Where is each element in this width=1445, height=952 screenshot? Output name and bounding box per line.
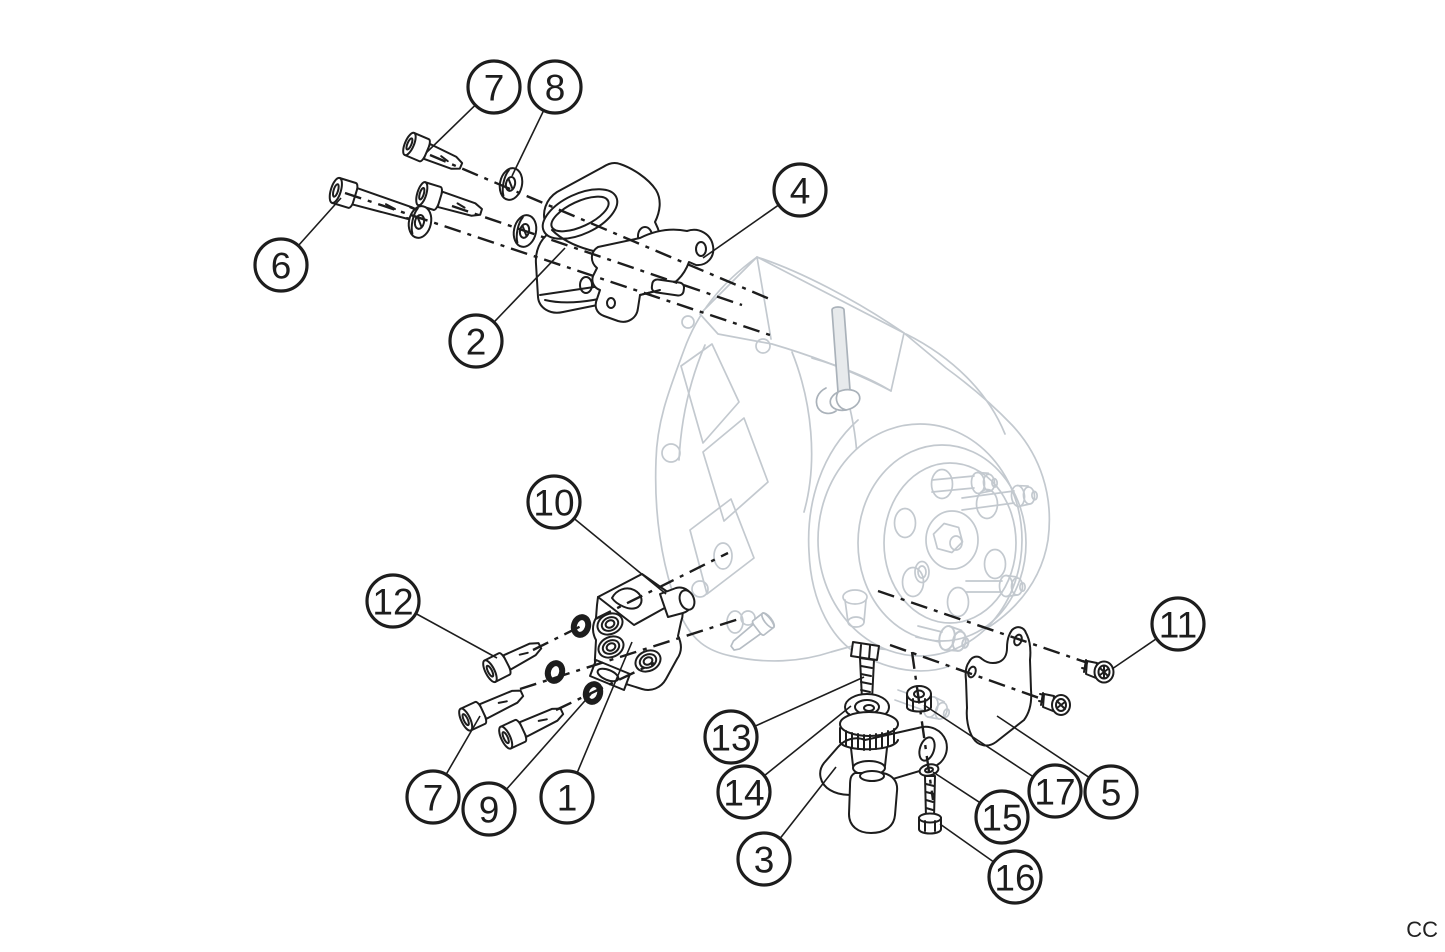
callout-leader-line [511, 110, 545, 177]
callout-circle [365, 573, 421, 629]
housing-bolt-gray [730, 612, 776, 651]
callout-4: 4 [702, 162, 828, 259]
callout-number: 12 [372, 582, 413, 623]
callout-10: 10 [526, 474, 667, 595]
callout-circle [526, 474, 582, 530]
part-screw-11-a [1081, 659, 1115, 684]
callout-number: 13 [710, 718, 751, 759]
callout-3: 3 [736, 766, 837, 887]
callout-circle [539, 769, 595, 825]
callout-9: 9 [461, 693, 592, 837]
callout-circle [987, 849, 1043, 905]
part-bolt-12 [479, 634, 547, 685]
part-bolt-16 [918, 775, 942, 835]
callout-leader-line [576, 641, 633, 774]
callout-13: 13 [703, 676, 865, 765]
callout-12: 12 [365, 573, 498, 659]
callout-number: 2 [466, 322, 487, 363]
callout-leader-line [779, 766, 837, 840]
callout-circle [466, 59, 522, 115]
hardware-parts [326, 130, 1115, 835]
callout-17: 17 [923, 704, 1083, 819]
callout-2: 2 [448, 247, 566, 369]
callout-circle [527, 59, 583, 115]
callout-number: 8 [545, 68, 566, 109]
callout-circle [448, 313, 504, 369]
callout-leader-line [763, 705, 852, 777]
callout-number: 5 [1101, 773, 1122, 814]
callout-circle [253, 237, 309, 293]
callout-number: 7 [484, 68, 505, 109]
callout-number: 9 [479, 790, 500, 831]
callout-number: 15 [981, 798, 1022, 839]
callout-circle [974, 789, 1030, 845]
callout-number: 17 [1034, 772, 1075, 813]
wheel-studs [894, 470, 1039, 724]
callout-leader-line [932, 771, 981, 804]
callout-circle [736, 831, 792, 887]
callout-11: 11 [1111, 596, 1206, 670]
callout-leader-line [702, 204, 780, 259]
callout-circle [461, 781, 517, 837]
callout-leader-line [754, 676, 865, 728]
callout-leader-line [996, 715, 1090, 779]
callout-16: 16 [939, 823, 1043, 905]
callout-leader-line [923, 704, 1034, 778]
part-orings-9 [544, 614, 604, 705]
callout-1: 1 [539, 641, 633, 825]
callout-leader-line [415, 612, 498, 659]
part-screw-11-b [1038, 692, 1071, 716]
callout-7: 7 [405, 715, 481, 825]
callout-5: 5 [996, 715, 1139, 820]
callout-14: 14 [716, 705, 852, 820]
callout-6: 6 [253, 197, 342, 293]
callout-leader-line [573, 517, 667, 595]
part-bolt-7-top [399, 130, 467, 178]
callout-leader-line [939, 823, 995, 863]
callout-number: 7 [423, 778, 444, 819]
callout-circle [1083, 764, 1139, 820]
callout-leader-line [1111, 637, 1157, 670]
callout-leader-line [297, 197, 342, 247]
callout-number: 16 [994, 858, 1035, 899]
breather-rod [815, 306, 861, 415]
callout-number: 14 [723, 773, 764, 814]
callout-circle [772, 162, 828, 218]
callout-number: 11 [1159, 605, 1197, 646]
callout-number: 6 [271, 246, 292, 287]
part-bracket-5 [964, 626, 1033, 747]
callout-leader-line [493, 247, 566, 323]
callout-leader-line [445, 715, 481, 775]
callout-number: 1 [557, 778, 578, 819]
callout-leader-line [505, 693, 592, 791]
callout-15: 15 [932, 771, 1030, 845]
callout-circle [716, 764, 772, 820]
callout-number: 4 [790, 171, 811, 212]
callout-number: 10 [533, 483, 574, 524]
callout-leader-line [425, 104, 476, 154]
axis-center-lines [344, 153, 1089, 801]
callout-circle [703, 709, 759, 765]
part-stud-13 [850, 641, 880, 701]
part-mount-1 [589, 573, 696, 691]
callout-7: 7 [425, 59, 522, 154]
callout-circle [1027, 763, 1083, 819]
watermark: CC [1406, 917, 1438, 942]
callout-8: 8 [511, 59, 583, 177]
part-mount-3 [819, 711, 948, 834]
callout-number: 3 [754, 840, 775, 881]
callout-circle [405, 769, 461, 825]
callout-circle [1150, 596, 1206, 652]
